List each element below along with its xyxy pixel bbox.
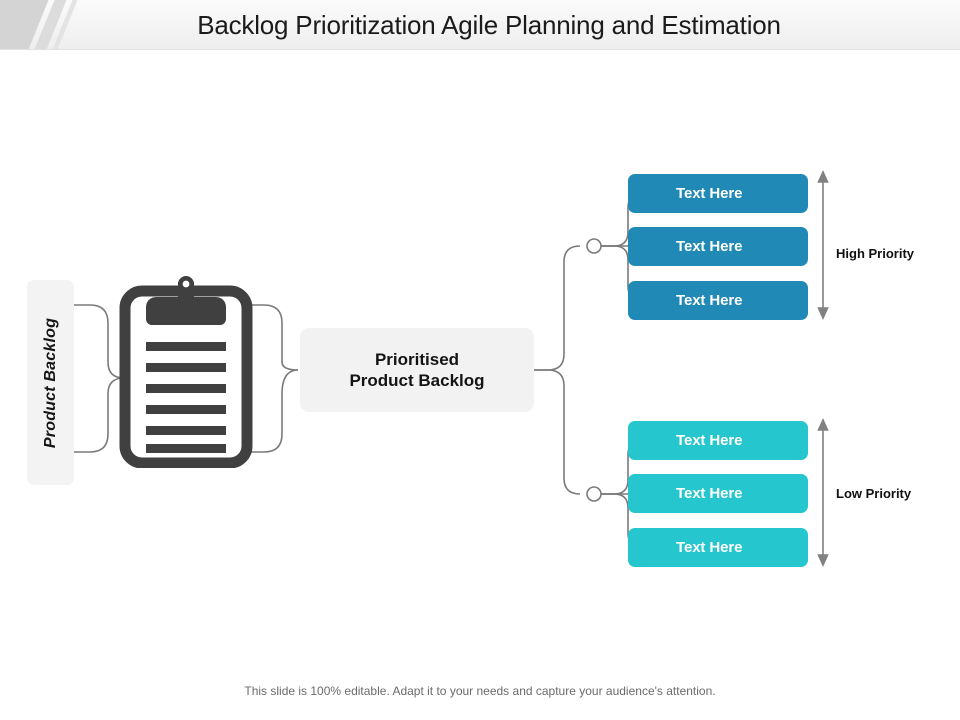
- low-priority-item-3[interactable]: Text Here: [628, 528, 808, 567]
- junction-node-high: [586, 238, 602, 254]
- junction-node-low: [586, 486, 602, 502]
- source-label-panel: Product Backlog: [27, 280, 74, 485]
- slide-header: [0, 0, 960, 50]
- slide-footer-note: This slide is 100% editable. Adapt it to…: [244, 684, 716, 698]
- source-label-text: Product Backlog: [41, 317, 59, 448]
- high-priority-label: High Priority: [836, 246, 915, 261]
- low-priority-arrow-up: [817, 418, 829, 431]
- low-priority-arrow-down: [817, 554, 829, 567]
- high-priority-arrow-up: [817, 170, 829, 183]
- prioritised-backlog-line2: Product Backlog: [349, 371, 485, 390]
- high-priority-item-1[interactable]: Text Here: [628, 174, 808, 213]
- low-priority-item-1[interactable]: Text Here: [628, 421, 808, 460]
- prioritised-backlog-line1: Prioritised: [374, 349, 460, 369]
- page-title: Backlog Prioritization Agile Planning an…: [197, 9, 781, 40]
- high-priority-arrow-down: [817, 307, 829, 320]
- low-priority-label: Low Priority: [836, 486, 912, 501]
- high-priority-item-2[interactable]: Text Here: [628, 227, 808, 266]
- low-priority-item-2[interactable]: Text Here: [628, 474, 808, 513]
- prioritised-backlog-node[interactable]: Prioritised Product Backlog: [300, 328, 534, 412]
- high-priority-item-3[interactable]: Text Here: [628, 281, 808, 320]
- clipboard-icon: [118, 276, 254, 469]
